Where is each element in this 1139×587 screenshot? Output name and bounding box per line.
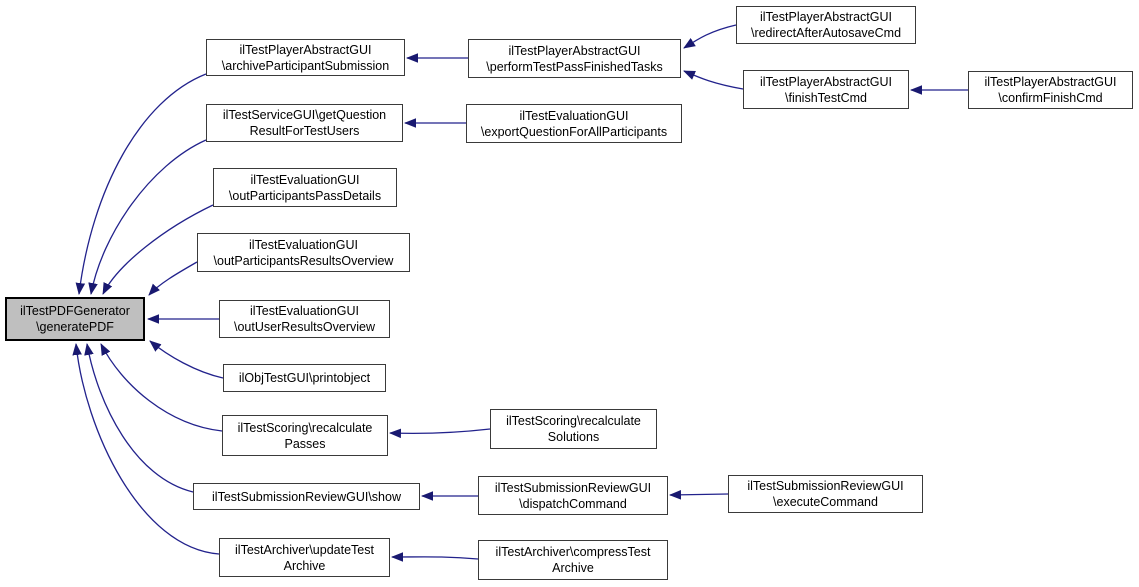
node-printobject[interactable]: ilObjTestGUI\printobject — [223, 364, 386, 392]
node-label: Passes — [284, 436, 326, 451]
edge-printobject-to-generatePDF — [149, 340, 224, 379]
node-label: ilTestEvaluationGUI — [249, 304, 360, 318]
node-label: ilTestSubmissionReviewGUI — [747, 479, 904, 493]
node-label: ilTestEvaluationGUI — [250, 172, 360, 187]
edge-finishTestCmd-to-performTestPassFinishedTasks — [683, 70, 744, 90]
node-label: ilTestPlayerAbstractGUI — [239, 42, 372, 57]
node-label: ilTestPlayerAbstractGUI — [760, 74, 892, 89]
node-show[interactable]: ilTestSubmissionReviewGUI\show — [193, 483, 420, 510]
node-confirmFinishCmd[interactable]: ilTestPlayerAbstractGUI \confirmFinishCmd — [968, 71, 1133, 109]
node-label: Archive — [552, 561, 594, 575]
edge-recalculateSolutions-to-recalculatePasses — [389, 428, 491, 439]
edge-show-to-generatePDF — [84, 343, 194, 493]
node-label: ResultForTestUsers — [249, 124, 360, 138]
node-outParticipantsResultsOverview[interactable]: ilTestEvaluationGUI\outParticipantsResul… — [197, 233, 410, 272]
node-label: \archiveParticipantSubmission — [221, 58, 390, 73]
node-performTestPassFinishedTasks[interactable]: ilTestPlayerAbstractGUI\performTestPassF… — [468, 39, 681, 78]
node-label: ilTestScoring\recalculate — [237, 420, 373, 435]
node-label: \outParticipantsPassDetails — [228, 188, 382, 203]
edge-executeCommand-to-dispatchCommand — [669, 490, 729, 500]
edge-archiveParticipantSubmission-to-generatePDF — [75, 73, 207, 295]
node-label: \generatePDF — [36, 320, 114, 334]
node-label: \redirectAfterAutosaveCmd — [750, 26, 902, 40]
node-label: \dispatchCommand — [519, 496, 627, 511]
node-label: ilTestScoring\recalculate — [506, 414, 641, 428]
node-executeCommand[interactable]: ilTestSubmissionReviewGUI \executeCommand — [728, 475, 923, 513]
edge-updateTestArchive-to-generatePDF — [72, 343, 220, 555]
node-outUserResultsOverview[interactable]: ilTestEvaluationGUI \outUserResultsOvervi… — [219, 300, 390, 338]
edge-compressTestArchive-to-updateTestArchive — [391, 552, 479, 562]
node-label: ilTestPDFGenerator — [20, 304, 130, 318]
node-label: \outUserResultsOverview — [233, 320, 375, 334]
node-label: ilObjTestGUI\printobject — [238, 371, 371, 385]
node-label: \performTestPassFinishedTasks — [486, 59, 663, 74]
node-label: ilTestPlayerAbstractGUI — [760, 10, 892, 24]
node-label: \finishTestCmd — [785, 90, 867, 105]
node-archiveParticipantSubmission[interactable]: ilTestPlayerAbstractGUI\archiveParticipa… — [206, 39, 405, 76]
node-label: Archive — [283, 558, 326, 573]
edge-outParticipantsResultsOverview-to-generatePDF — [148, 261, 198, 296]
node-label: ilTestSubmissionReviewGUI\show — [212, 489, 401, 504]
node-label: ilTestEvaluationGUI — [519, 108, 629, 123]
node-label: ilTestEvaluationGUI — [248, 237, 359, 252]
node-label: ilTestServiceGUI\getQuestion — [222, 108, 387, 122]
node-generatePDF: ilTestPDFGenerator \generatePDF — [5, 297, 145, 341]
edge-outParticipantsPassDetails-to-generatePDF — [102, 204, 214, 295]
edge-getQuestionResultForTestUsers-to-generatePDF — [88, 139, 207, 295]
node-label: \exportQuestionForAllParticipants — [480, 124, 668, 139]
node-label: \confirmFinishCmd — [998, 91, 1103, 105]
node-label: Solutions — [547, 430, 600, 444]
node-dispatchCommand[interactable]: ilTestSubmissionReviewGUI\dispatchComman… — [478, 476, 668, 515]
edge-redirectAfterAutosaveCmd-to-performTestPassFinishedTasks — [683, 24, 737, 49]
node-redirectAfterAutosaveCmd[interactable]: ilTestPlayerAbstractGUI \redirectAfterAut… — [736, 6, 916, 44]
node-finishTestCmd[interactable]: ilTestPlayerAbstractGUI\finishTestCmd — [743, 70, 909, 109]
node-label: \outParticipantsResultsOverview — [213, 253, 394, 268]
node-label: ilTestSubmissionReviewGUI — [494, 480, 652, 495]
node-label: ilTestPlayerAbstractGUI — [984, 75, 1117, 89]
edge-recalculatePasses-to-generatePDF — [100, 343, 223, 432]
node-label: ilTestArchiver\updateTest — [235, 542, 374, 557]
node-outParticipantsPassDetails[interactable]: ilTestEvaluationGUI\outParticipantsPassD… — [213, 168, 397, 207]
node-label: \executeCommand — [773, 495, 878, 509]
node-exportQuestionForAllParticipants[interactable]: ilTestEvaluationGUI\exportQuestionForAll… — [466, 104, 682, 143]
node-label: ilTestPlayerAbstractGUI — [508, 43, 641, 58]
node-label: ilTestArchiver\compressTest — [495, 545, 651, 559]
